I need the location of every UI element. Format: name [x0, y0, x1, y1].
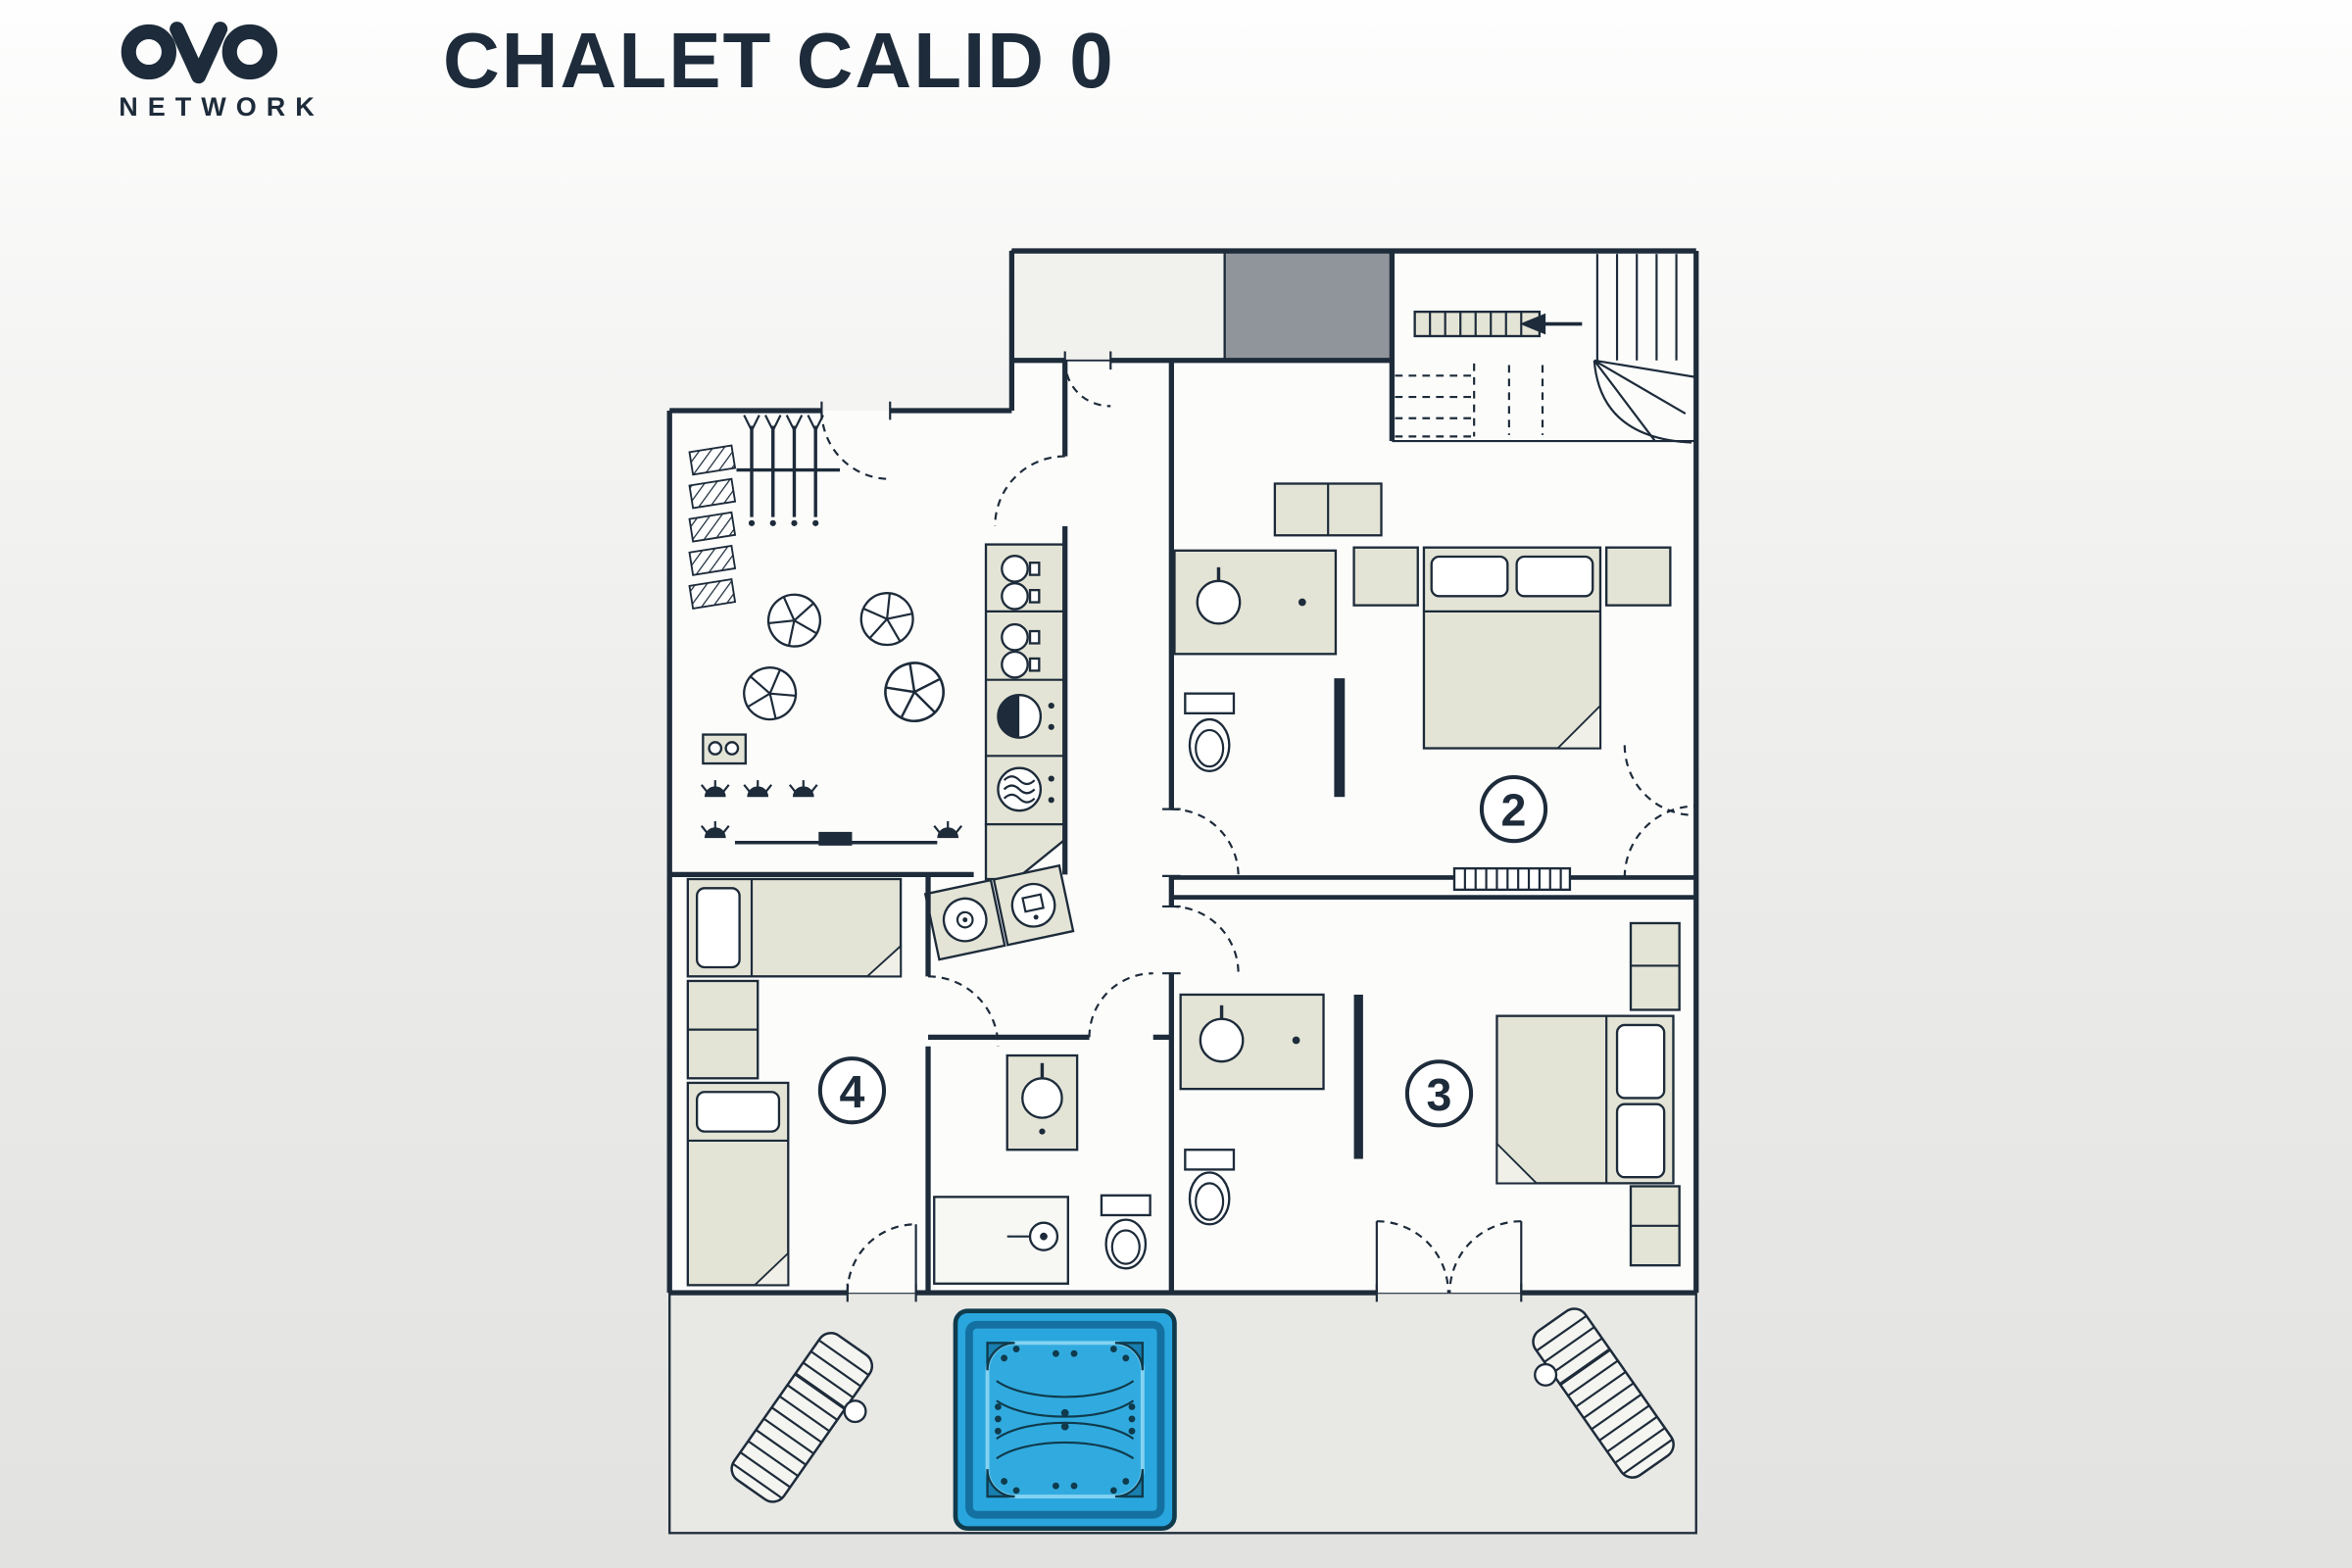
bathroom — [933, 1054, 1152, 1285]
brand-network-label: NETWORK — [119, 92, 324, 122]
pillow — [1515, 555, 1594, 598]
interior-floor — [669, 251, 1696, 1294]
toilet — [1184, 692, 1236, 772]
blanket-fold — [1555, 703, 1601, 750]
hot-tub-jets — [995, 1346, 1136, 1494]
door-arc — [1376, 1220, 1449, 1294]
stair-void — [1223, 249, 1394, 362]
room-3-label: 3 — [1404, 1059, 1474, 1128]
wardrobe — [686, 979, 760, 1080]
blanket-fold — [864, 944, 903, 978]
door-arc — [1063, 360, 1111, 408]
room-2-number: 2 — [1501, 785, 1527, 836]
washing-machine-icon — [923, 878, 1006, 961]
bedroom-2 — [1173, 482, 1672, 798]
pillow — [1615, 1023, 1666, 1100]
microwave-icon — [997, 694, 1054, 739]
ovo-logo-icon — [121, 22, 277, 84]
pillow — [695, 1091, 781, 1133]
room-3-number: 3 — [1427, 1069, 1452, 1120]
side-table — [702, 733, 747, 765]
washbasin — [1179, 993, 1325, 1091]
kitchen — [923, 543, 1075, 961]
blanket-fold — [1495, 1141, 1540, 1185]
staircase — [1392, 254, 1696, 444]
brand-logo: NETWORK — [116, 16, 327, 122]
fridge-icon — [1001, 555, 1041, 679]
wardrobe — [1273, 482, 1383, 537]
tv-icon — [734, 831, 938, 846]
hot-tub — [953, 1308, 1177, 1531]
side-table — [843, 1399, 867, 1424]
stairs-direction-arrow-icon — [1519, 313, 1583, 335]
wardrobe — [1629, 921, 1681, 1011]
sun-lounger — [724, 1326, 879, 1509]
wardrobe — [1629, 1185, 1681, 1267]
single-bed — [686, 877, 903, 978]
ski-room — [688, 415, 963, 846]
ski-rack-icon — [736, 415, 841, 526]
radiator — [1452, 866, 1572, 892]
terrace — [668, 1291, 1697, 1535]
single-bed — [686, 1081, 790, 1287]
pillow — [695, 887, 741, 969]
door-arc — [1448, 1220, 1522, 1294]
toilet — [1100, 1194, 1152, 1270]
water-ripples — [996, 1380, 1135, 1460]
door-arc — [928, 975, 1000, 1047]
nightstand — [1605, 546, 1672, 607]
dishwasher-icon — [992, 863, 1075, 947]
washbasin — [1173, 549, 1338, 656]
side-table — [1534, 1362, 1558, 1387]
double-bed — [1495, 1014, 1675, 1185]
double-bed — [1422, 546, 1602, 750]
hot-tub-water — [985, 1341, 1145, 1499]
door-arc — [994, 455, 1065, 526]
shower — [933, 1196, 1069, 1285]
room-2-label: 2 — [1479, 774, 1548, 844]
ski-shelf-icon — [688, 444, 737, 610]
closet-door-arcs — [1623, 745, 1695, 878]
hot-tub-seat — [1114, 1342, 1145, 1371]
door-arc — [1088, 972, 1153, 1038]
sun-lounger — [1526, 1301, 1681, 1485]
dividing-wall — [1169, 875, 1699, 900]
room-4-label: 4 — [817, 1056, 887, 1125]
bedroom-4 — [686, 877, 903, 1287]
hot-tub-seat — [1114, 1469, 1145, 1498]
washbasin — [1005, 1054, 1079, 1152]
mirror — [1353, 994, 1363, 1159]
room-4-number: 4 — [840, 1066, 865, 1117]
entrance-hall — [1010, 250, 1226, 362]
bedroom-3 — [1179, 921, 1681, 1267]
pillow — [1615, 1102, 1666, 1179]
laundry-units — [923, 863, 1075, 961]
doors — [820, 360, 1695, 1294]
toilet — [1184, 1149, 1236, 1226]
hot-tub-seat — [986, 1469, 1015, 1498]
blanket-fold — [752, 1250, 790, 1287]
mirror — [1334, 678, 1346, 798]
hot-tub-seat — [986, 1342, 1015, 1371]
pillow — [1430, 555, 1509, 598]
page-title: CHALET CALID 0 — [443, 17, 1115, 104]
hob-icon — [997, 766, 1054, 812]
nightstand — [1352, 546, 1419, 607]
